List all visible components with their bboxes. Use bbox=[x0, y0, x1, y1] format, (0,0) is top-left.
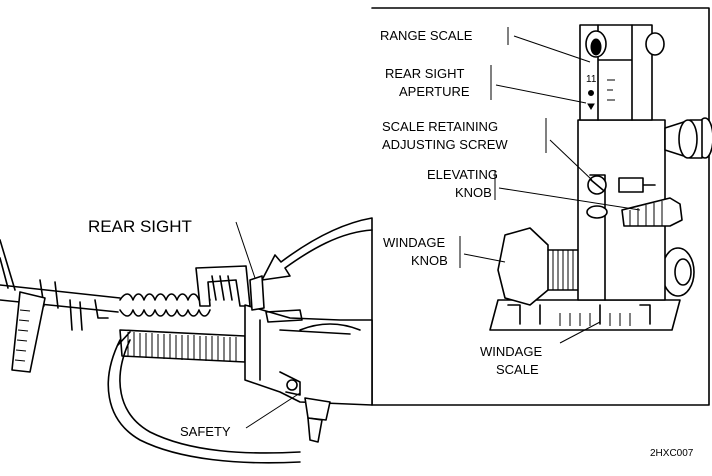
machine-gun-drawing bbox=[0, 239, 373, 464]
label-scale-retaining-line2: ADJUSTING SCREW bbox=[382, 137, 508, 152]
label-rear-sight-aperture-line2: APERTURE bbox=[399, 84, 470, 99]
label-range-scale: RANGE SCALE bbox=[380, 28, 473, 43]
label-elevating-knob-line2: KNOB bbox=[455, 185, 492, 200]
figure-id: 2HXC007 bbox=[650, 448, 694, 459]
label-elevating-knob-line1: ELEVATING bbox=[427, 167, 498, 182]
label-rear-sight-aperture-line1: REAR SIGHT bbox=[385, 66, 465, 81]
label-rear-sight: REAR SIGHT bbox=[88, 217, 192, 236]
range-scale-number: 11 bbox=[586, 74, 597, 85]
pointer-arrow bbox=[261, 217, 373, 281]
label-windage-scale-line1: WINDAGE bbox=[480, 344, 542, 359]
rear-sight-detail: 11 bbox=[489, 24, 712, 331]
label-safety: SAFETY bbox=[180, 424, 231, 439]
detail-labels: RANGE SCALE REAR SIGHT APERTURE SCALE RE… bbox=[380, 27, 641, 377]
label-windage-knob-line2: KNOB bbox=[411, 253, 448, 268]
label-scale-retaining-line1: SCALE RETAINING bbox=[382, 119, 498, 134]
label-windage-knob-line1: WINDAGE bbox=[383, 235, 445, 250]
label-windage-scale-line2: SCALE bbox=[496, 362, 539, 377]
